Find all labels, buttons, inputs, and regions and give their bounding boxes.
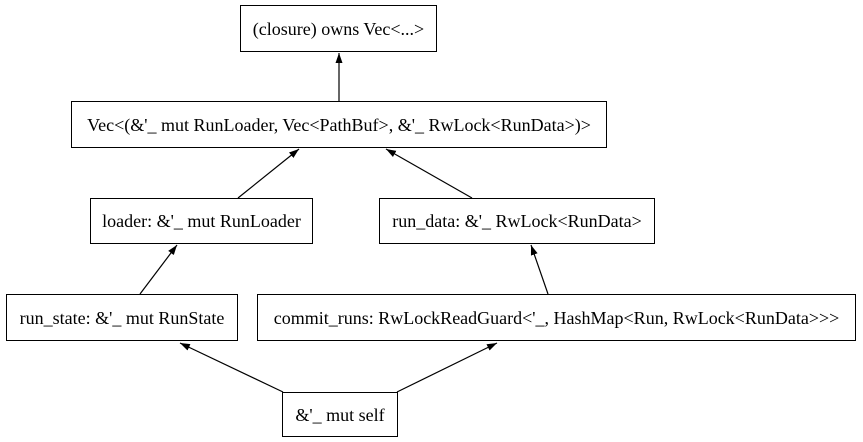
edge-commit_runs-to-run_data <box>530 244 549 295</box>
node-closure: (closure) owns Vec<...> <box>240 5 437 52</box>
node-vec-tuple: Vec<(&'_ mut RunLoader, Vec<PathBuf>, &'… <box>71 101 607 148</box>
edge-run_state-to-loader <box>139 244 178 295</box>
edge-self_ref-to-commit_runs <box>396 342 498 393</box>
node-run-data: run_data: &'_ RwLock<RunData> <box>379 198 655 244</box>
edge-self_ref-to-run_state <box>179 342 284 393</box>
node-self: &'_ mut self <box>282 392 398 437</box>
edge-run_data-to-vec_tuple <box>385 148 473 199</box>
node-commit-runs: commit_runs: RwLockReadGuard<'_, HashMap… <box>257 294 856 341</box>
node-run-state: run_state: &'_ mut RunState <box>6 294 238 341</box>
edge-loader-to-vec_tuple <box>237 148 300 199</box>
node-loader: loader: &'_ mut RunLoader <box>90 198 313 244</box>
